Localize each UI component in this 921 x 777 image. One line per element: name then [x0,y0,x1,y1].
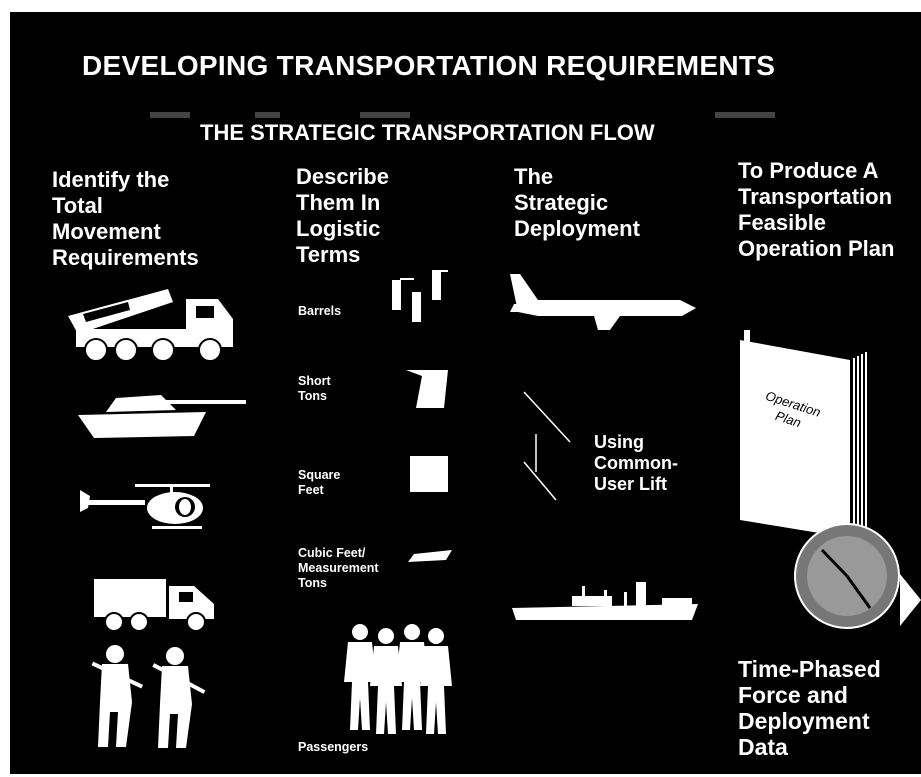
subtitle: THE STRATEGIC TRANSPORTATION FLOW [200,120,655,145]
decorative-strip [360,112,410,118]
passengers-icon [344,624,452,734]
helicopter-icon [80,484,210,529]
decorative-strip [715,112,775,118]
cargo-truck-icon [94,579,214,632]
column-heading-identify: Identify the Total Movement Requirements [52,167,199,270]
rocket-launcher-truck-icon [68,289,233,362]
lift-connector-lines [523,391,571,501]
decorative-strip [255,112,280,118]
common-user-lift-label: Using Common- User Lift [594,432,678,494]
operation-plan-book-icon [740,330,867,538]
page-title: DEVELOPING TRANSPORTATION REQUIREMENTS [82,50,776,81]
unit-label-cubic-feet: Cubic Feet/ Measurement Tons [298,546,379,590]
unit-label-short-tons: Short Tons [298,374,331,403]
short-tons-icon [406,370,448,408]
cubic-feet-icon [408,550,452,562]
airplane-icon [510,274,696,330]
unit-label-barrels: Barrels [298,304,342,318]
ship-icon [512,582,698,620]
column-heading-deployment: The Strategic Deployment [514,164,640,241]
square-feet-icon [410,456,448,492]
arrow-icon [900,574,921,626]
barrels-icon [392,270,448,322]
column-heading-describe: Describe Them In Logistic Terms [296,164,389,267]
column-heading-produce: To Produce A Transportation Feasible Ope… [738,158,895,261]
clock-icon [794,523,900,629]
slide: DEVELOPING TRANSPORTATION REQUIREMENTS T… [10,12,921,774]
tank-icon [78,395,246,438]
soldiers-icon [91,645,206,748]
unit-label-passengers: Passengers [298,740,369,754]
unit-label-square-feet: Square Feet [298,468,341,497]
tpfdd-label: Time-Phased Force and Deployment Data [738,656,881,760]
decorative-strip [150,112,190,118]
